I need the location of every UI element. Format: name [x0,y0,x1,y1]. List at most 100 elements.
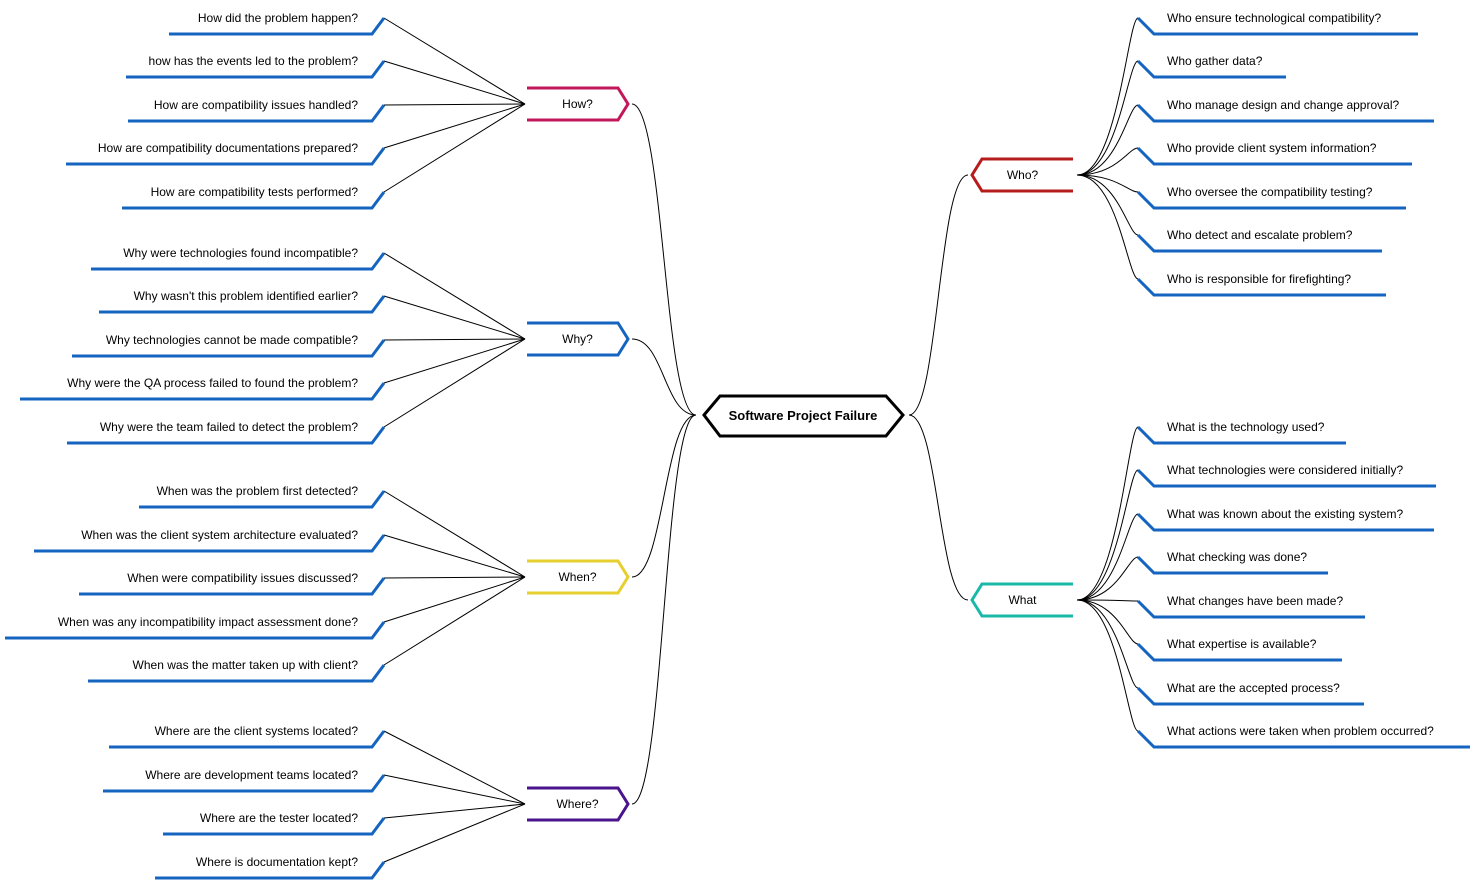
leaf-label: How are compatibility documentations pre… [98,141,358,155]
leaf-node-when[interactable]: When was any incompatibility impact asse… [5,615,386,640]
connector-who-leaf [1076,174,1139,236]
leaf-underline [169,17,386,36]
leaf-node-why[interactable]: Why wasn't this problem identified earli… [99,289,386,314]
connector-root-when [631,414,697,578]
leaf-underline [128,104,386,123]
leaf-node-how[interactable]: How did the problem happen? [169,11,386,36]
leaf-node-how[interactable]: how has the events led to the problem? [126,54,386,79]
leaf-node-who[interactable]: Who detect and escalate problem? [1136,228,1382,253]
connector-why-leaf [383,252,526,340]
leaf-node-where[interactable]: Where are the tester located? [163,811,386,836]
leaf-node-what[interactable]: What technologies were considered initia… [1136,463,1436,488]
leaf-node-when[interactable]: When were compatibility issues discussed… [79,571,386,596]
branch-node-why[interactable]: Why? [527,321,630,357]
leaf-label: Why were technologies found incompatible… [123,246,358,260]
leaf-node-what[interactable]: What changes have been made? [1136,594,1365,619]
leaf-node-who[interactable]: Who is responsible for firefighting? [1136,272,1386,297]
leaf-node-when[interactable]: When was the client system architecture … [34,528,386,553]
leaf-node-how[interactable]: How are compatibility issues handled? [128,98,386,123]
leaf-underline [122,191,386,210]
leaf-node-where[interactable]: Where are development teams located? [103,768,386,793]
leaf-node-where[interactable]: Where is documentation kept? [155,855,386,880]
connector-why-leaf [383,338,526,341]
branch-node-label: Who? [1007,168,1039,182]
leaf-node-why[interactable]: Why were the team failed to detect the p… [67,420,386,445]
branch-node-label: When? [558,570,596,584]
leaf-node-when[interactable]: When was the problem first detected? [139,484,386,509]
branch-node-label: What [1008,593,1037,607]
branch-node-how[interactable]: How? [527,86,630,122]
leaf-node-what[interactable]: What is the technology used? [1136,420,1346,445]
branch-node-label: Where? [556,797,598,811]
leaf-node-what[interactable]: What checking was done? [1136,550,1328,575]
connector-who-leaf [1076,174,1139,280]
leaf-underline [1136,190,1406,210]
leaf-node-who[interactable]: Who oversee the compatibility testing? [1136,185,1406,210]
connector-who-leaf [1076,174,1139,193]
branch-node-when[interactable]: When? [527,559,630,595]
leaf-label: Who provide client system information? [1167,141,1377,155]
connector-what-leaf [1076,426,1139,601]
leaf-node-what[interactable]: What expertise is available? [1136,637,1342,662]
leaf-label: Why wasn't this problem identified earli… [134,289,359,303]
leaf-underline [88,664,386,683]
connector-who-leaf [1076,104,1139,176]
leaf-node-how[interactable]: How are compatibility tests performed? [122,185,386,210]
leaf-underline [109,730,386,749]
leaf-underline [1136,512,1434,532]
leaf-label: When was the problem first detected? [157,484,359,498]
leaf-underline [79,577,386,596]
leaf-label: Who ensure technological compatibility? [1167,11,1381,25]
connector-root-why [631,338,697,416]
connector-why-leaf [383,338,526,384]
leaf-label: When was any incompatibility impact asse… [58,615,358,629]
node-layer: Software Project Failure How? How did the… [5,11,1470,880]
leaf-node-what[interactable]: What are the accepted process? [1136,681,1364,706]
leaf-underline [20,382,386,401]
connector-how-leaf [383,17,526,105]
leaf-underline [139,490,386,509]
leaf-node-why[interactable]: Why were technologies found incompatible… [91,246,386,271]
leaf-node-why[interactable]: Why were the QA process failed to found … [20,376,386,401]
connector-root-who [908,174,969,416]
branch-node-label: How? [562,97,593,111]
leaf-node-what[interactable]: What was known about the existing system… [1136,507,1434,532]
connector-what-leaf [1076,469,1139,601]
leaf-label: Who manage design and change approval? [1167,98,1399,112]
leaf-node-where[interactable]: Where are the client systems located? [109,724,386,749]
leaf-node-who[interactable]: Who manage design and change approval? [1136,98,1434,123]
leaf-node-who[interactable]: Who ensure technological compatibility? [1136,11,1418,36]
leaf-label: When was the client system architecture … [81,528,358,542]
branch-node-shape [527,321,630,357]
leaf-node-when[interactable]: When was the matter taken up with client… [88,658,386,683]
connector-when-leaf [383,576,526,666]
leaf-underline [155,861,386,880]
leaf-label: Why were the QA process failed to found … [67,376,358,390]
leaf-node-how[interactable]: How are compatibility documentations pre… [66,141,386,166]
connector-where-leaf [383,803,526,819]
branch-node-shape [527,559,630,595]
leaf-node-who[interactable]: Who provide client system information? [1136,141,1412,166]
branch-node-where[interactable]: Where? [527,786,630,822]
connector-where-leaf [383,730,526,805]
root-node[interactable]: Software Project Failure [702,394,905,438]
branch-node-who[interactable]: Who? [970,157,1073,193]
leaf-node-who[interactable]: Who gather data? [1136,54,1286,79]
leaf-node-why[interactable]: Why technologies cannot be made compatib… [72,333,386,358]
branch-node-what[interactable]: What [970,582,1073,618]
leaf-underline [1136,555,1328,575]
connector-root-how [631,103,697,416]
connector-what-leaf [1076,556,1139,601]
leaf-label: Why technologies cannot be made compatib… [106,333,358,347]
connector-who-leaf [1076,147,1139,176]
connector-when-leaf [383,490,526,578]
leaf-node-what[interactable]: What actions were taken when problem occ… [1136,724,1470,749]
leaf-underline [1136,468,1436,488]
connector-when-leaf [383,576,526,623]
connector-who-leaf [1076,17,1139,176]
connector-how-leaf [383,103,526,149]
leaf-label: Who oversee the compatibility testing? [1167,185,1373,199]
connector-root-what [908,414,969,601]
leaf-underline [1136,277,1386,297]
